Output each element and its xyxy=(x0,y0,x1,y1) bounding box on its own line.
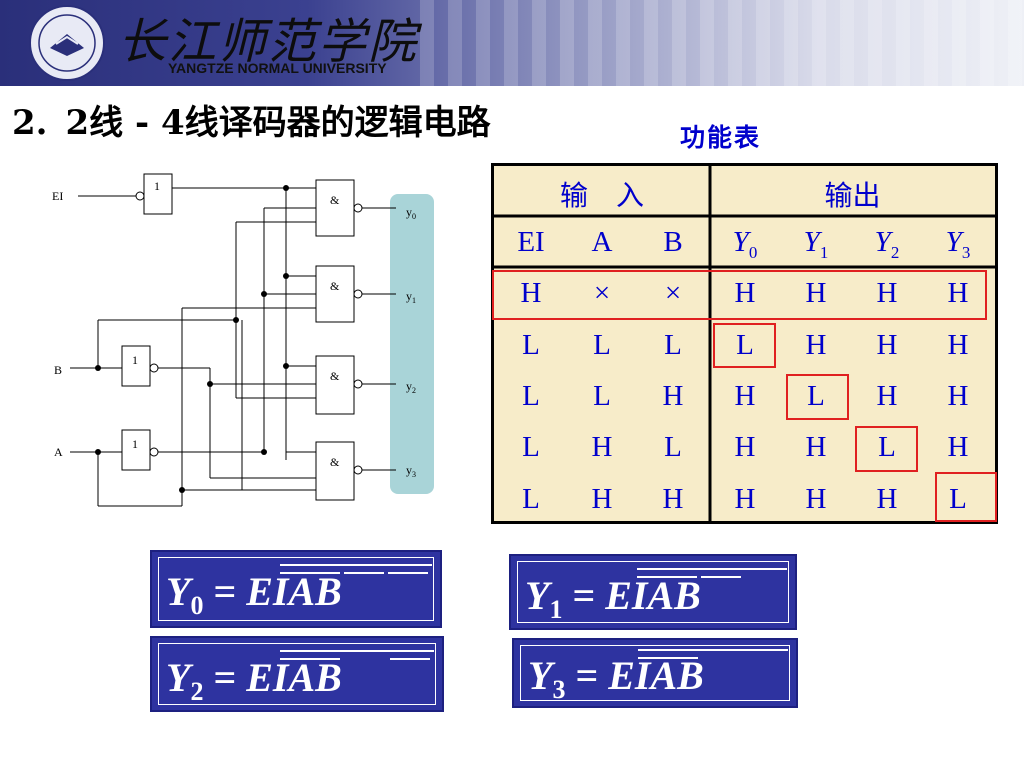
table-cell: H xyxy=(876,483,898,515)
not-gate-b xyxy=(121,345,151,387)
and-gate-1 xyxy=(315,265,355,323)
university-seal-icon xyxy=(29,5,105,81)
table-cell: H xyxy=(734,380,756,412)
table-cell: H xyxy=(876,277,898,309)
page-title: 2. 2线 - 4线译码器的逻辑电路 xyxy=(12,95,491,144)
and-gate-0 xyxy=(315,179,355,237)
header-inputs: 输 入 xyxy=(559,179,644,212)
highlight-y2 xyxy=(855,426,918,472)
not-gate-ei xyxy=(143,173,173,215)
school-name-en: YANGTZE NORMAL UNIVERSITY xyxy=(168,60,387,76)
header-stripes xyxy=(420,0,1024,86)
output-label-y2: y2 xyxy=(406,379,416,395)
table-cell: H xyxy=(805,329,827,361)
table-cell: × xyxy=(664,277,682,309)
table-cell: L xyxy=(664,431,682,463)
table-cell: L xyxy=(593,380,611,412)
table-cell: H xyxy=(662,483,684,515)
section-number: 2. xyxy=(12,103,48,143)
table-cell: L xyxy=(878,431,896,463)
table-cell: H xyxy=(734,483,756,515)
header-outputs: 输出 xyxy=(824,179,881,212)
table-cell: H xyxy=(947,380,969,412)
table-cell: L xyxy=(522,329,540,361)
and-gate-3-label: & xyxy=(330,455,340,469)
table-cell: × xyxy=(593,277,611,309)
highlight-y1 xyxy=(786,374,849,420)
col-y3: Y3 xyxy=(945,226,971,262)
table-cell: H xyxy=(662,380,684,412)
table-cell: L xyxy=(593,329,611,361)
table-cell: H xyxy=(947,277,969,309)
highlight-y0 xyxy=(713,323,776,368)
table-cell: H xyxy=(591,431,613,463)
table-cell: H xyxy=(734,431,756,463)
school-name-cn: 长江师范学院 xyxy=(118,14,419,70)
and-gate-0-label: & xyxy=(330,193,340,207)
table-cell: H xyxy=(805,431,827,463)
formula-y2: Y2 = EIAB xyxy=(150,636,444,712)
highlight-row-disabled xyxy=(492,270,987,320)
table-cell: H xyxy=(591,483,613,515)
input-label-a: A xyxy=(54,445,63,459)
table-cell: H xyxy=(876,380,898,412)
table-cell: L xyxy=(807,380,825,412)
highlight-y3 xyxy=(935,472,997,522)
and-gate-3 xyxy=(315,441,355,501)
header-banner: 长江师范学院 YANGTZE NORMAL UNIVERSITY xyxy=(0,0,1024,86)
not-gate-a-label: 1 xyxy=(132,437,138,451)
col-ei: EI xyxy=(517,226,545,258)
function-table-label: 功能表 xyxy=(680,123,762,152)
table-cell: H xyxy=(947,431,969,463)
formula-y0: Y0 = EIAB xyxy=(150,550,442,628)
table-cell: L xyxy=(522,431,540,463)
and-gate-2-label: & xyxy=(330,369,340,383)
output-label-y3: y3 xyxy=(406,463,416,479)
title-text: 2线 - 4线译码器的逻辑电路 xyxy=(65,103,491,143)
table-cell: L xyxy=(949,483,967,515)
table-cell: L xyxy=(522,483,540,515)
table-cell: L xyxy=(664,329,682,361)
table-cell: H xyxy=(805,483,827,515)
and-gate-1-label: & xyxy=(330,279,340,293)
not-gate-b-label: 1 xyxy=(132,353,138,367)
col-y2: Y2 xyxy=(874,226,900,262)
not-gate-a xyxy=(121,429,151,471)
not-gate-ei-label: 1 xyxy=(154,179,160,193)
table-cell: H xyxy=(876,329,898,361)
and-gate-2 xyxy=(315,355,355,415)
table-cell: H xyxy=(734,277,756,309)
output-label-y1: y1 xyxy=(406,289,416,305)
col-b: B xyxy=(663,226,683,258)
decoder-circuit-diagram: EI B A 1 1 1 & & & & y0 y1 y2 y3 xyxy=(52,173,434,507)
input-label-b: B xyxy=(54,363,62,377)
formula-y1: Y1 = EIAB xyxy=(509,554,797,630)
input-label-ei: EI xyxy=(52,189,63,203)
output-panel xyxy=(390,194,434,494)
table-gridlines xyxy=(494,166,995,521)
table-cell: H xyxy=(520,277,542,309)
table-cell: L xyxy=(736,329,754,361)
col-y0: Y0 xyxy=(732,226,758,262)
col-a: A xyxy=(591,226,613,258)
table-cell: H xyxy=(805,277,827,309)
formula-y3: Y3 = EIAB xyxy=(512,638,798,708)
table-cell: L xyxy=(522,380,540,412)
output-label-y0: y0 xyxy=(406,205,416,221)
table-cell: H xyxy=(947,329,969,361)
col-y1: Y1 xyxy=(803,226,829,262)
